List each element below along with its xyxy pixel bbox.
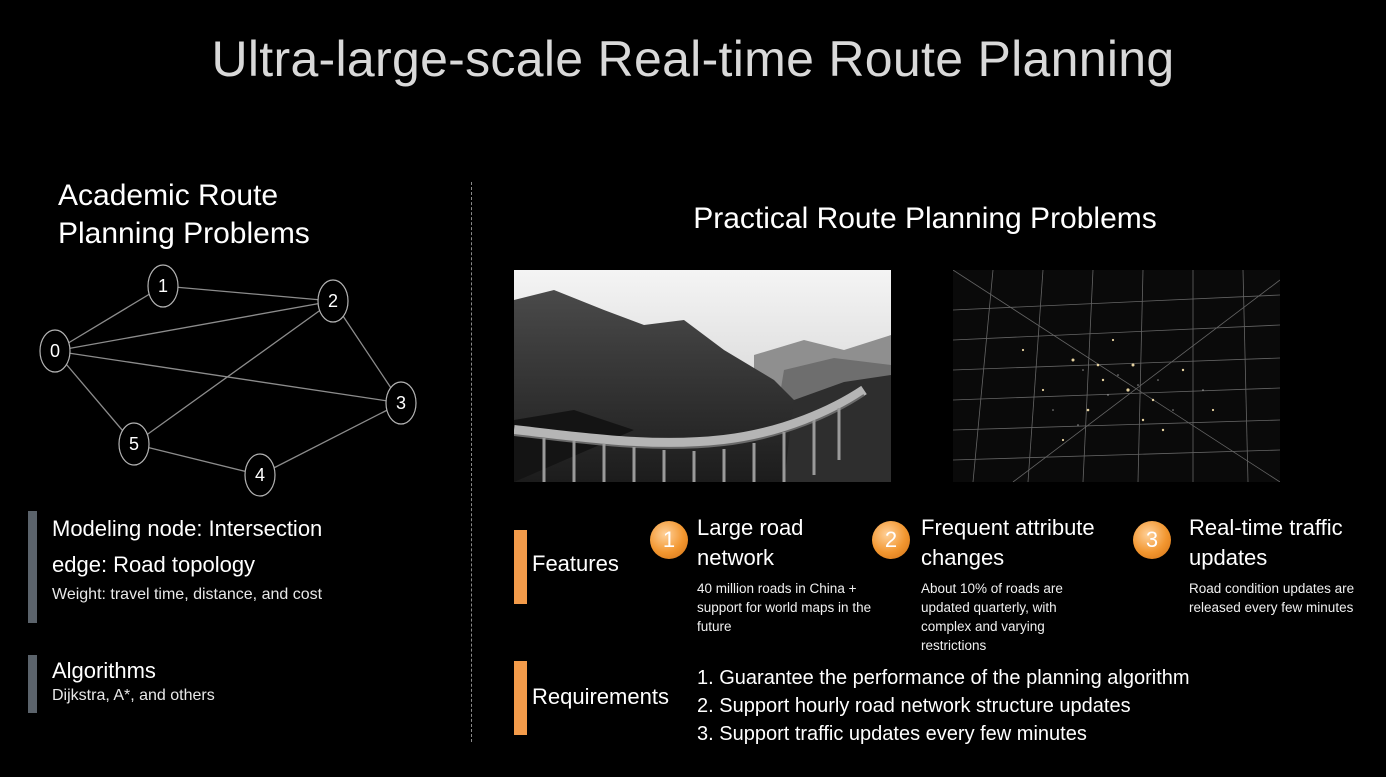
graph-node-2: 2 [317, 279, 349, 323]
graph-edge [54, 350, 135, 445]
academic-heading-line2: Planning Problems [58, 217, 310, 250]
graph-node-0: 0 [39, 329, 71, 373]
feature-1-title: Large road network [697, 515, 804, 570]
graph-node-3: 3 [385, 381, 417, 425]
feature-2-title: Frequent attribute changes [921, 515, 1095, 570]
feature-2: Frequent attribute changes About 10% of … [921, 513, 1116, 655]
modeling-weight: Weight: travel time, distance, and cost [52, 586, 323, 603]
graph-edge [54, 300, 334, 352]
feature-2-desc: About 10% of roads are updated quarterly… [921, 581, 1063, 653]
feature-1-badge: 1 [650, 521, 688, 559]
modeling-block: Modeling node: Intersection edge: Road t… [52, 511, 452, 604]
graph-edge [54, 285, 164, 352]
graph-edge [133, 443, 261, 476]
feature-1-desc: 40 million roads in China + support for … [697, 581, 872, 634]
svg-text:2: 2 [328, 291, 338, 311]
feature-3-title: Real-time traffic updates [1189, 515, 1343, 570]
algorithms-title: Algorithms [52, 658, 156, 683]
algorithms-bar [28, 655, 37, 713]
algorithms-block: Algorithms Dijkstra, A*, and others [52, 657, 452, 705]
features-bar [514, 530, 527, 604]
requirement-item-1: 1. Guarantee the performance of the plan… [697, 667, 1190, 689]
svg-text:1: 1 [158, 276, 168, 296]
feature-1: Large road network 40 million roads in C… [697, 513, 872, 636]
svg-text:5: 5 [129, 434, 139, 454]
svg-text:3: 3 [396, 393, 406, 413]
graph-node-5: 5 [118, 422, 150, 466]
svg-text:0: 0 [50, 341, 60, 361]
requirement-item-2: 2. Support hourly road network structure… [697, 695, 1131, 717]
svg-text:4: 4 [255, 465, 265, 485]
slide-title: Ultra-large-scale Real-time Route Planni… [211, 31, 1175, 87]
graph-node-4: 4 [244, 453, 276, 497]
academic-heading-line1: Academic Route [58, 179, 279, 212]
graph-edge [133, 300, 334, 445]
modeling-line1: Modeling node: Intersection [52, 516, 323, 541]
algorithms-desc: Dijkstra, A*, and others [52, 687, 215, 704]
requirements-label: Requirements [532, 684, 669, 709]
feature-3-desc: Road condition updates are released ever… [1189, 581, 1355, 615]
feature-2-badge: 2 [872, 521, 910, 559]
feature-3: Real-time traffic updates Road condition… [1189, 513, 1386, 617]
features-label: Features [532, 551, 619, 576]
column-divider [471, 182, 472, 742]
requirement-item-3: 3. Support traffic updates every few min… [697, 723, 1087, 745]
academic-heading: Academic Route Planning Problems [58, 177, 388, 253]
graph-edge [259, 402, 402, 476]
requirements-bar [514, 661, 527, 735]
modeling-bar [28, 511, 37, 623]
mountain-highway-image [514, 270, 891, 482]
requirements-list: 1. Guarantee the performance of the plan… [697, 664, 1357, 748]
route-graph: 0 1 2 3 4 5 [39, 264, 417, 497]
feature-3-badge: 3 [1133, 521, 1171, 559]
graph-node-1: 1 [147, 264, 179, 308]
modeling-line2: edge: Road topology [52, 552, 256, 577]
graph-edge [162, 285, 334, 302]
practical-heading: Practical Route Planning Problems [693, 202, 1157, 235]
graph-edge [332, 300, 402, 404]
city-night-map-image [953, 270, 1280, 482]
